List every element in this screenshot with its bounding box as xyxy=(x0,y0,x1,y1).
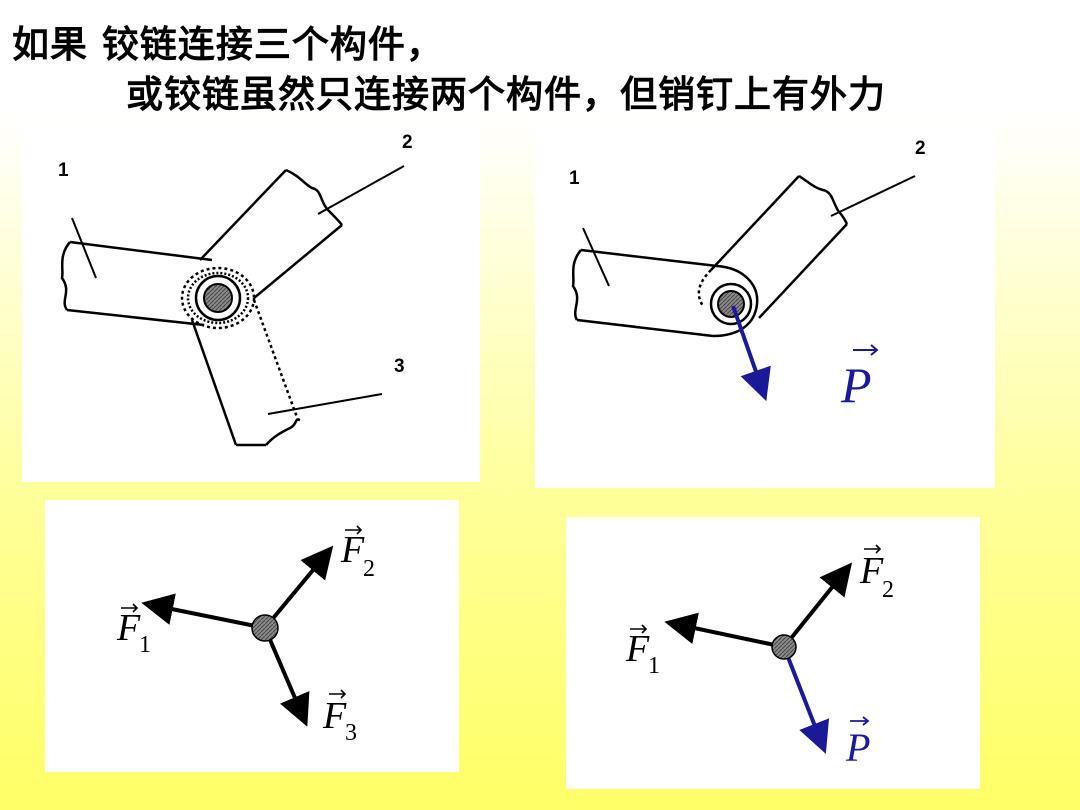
hinge-pin xyxy=(709,282,753,326)
svg-text:1: 1 xyxy=(648,653,660,679)
force-f1-label: F 1 xyxy=(625,624,660,679)
force-f2-label: F 2 xyxy=(340,525,375,582)
external-force-arrow xyxy=(731,305,771,402)
svg-text:F: F xyxy=(322,695,347,737)
member-3 xyxy=(190,299,301,447)
member-label-1: 1 xyxy=(58,160,69,181)
member-2 xyxy=(697,174,849,319)
force-p-label: P xyxy=(845,716,870,770)
member-2 xyxy=(199,168,343,299)
title-line-1: 如果 铰链连接三个构件， xyxy=(12,23,444,66)
force-f1-arrow xyxy=(141,593,266,630)
pin xyxy=(251,614,279,642)
diagram-three-member-hinge: 1 2 3 xyxy=(22,120,480,482)
member-label-3: 3 xyxy=(394,356,405,377)
member-1 xyxy=(60,240,213,327)
svg-text:F: F xyxy=(340,529,365,571)
member-1 xyxy=(571,248,759,338)
member-label-2: 2 xyxy=(915,138,926,159)
force-f3-arrow xyxy=(263,627,310,727)
member-label-2: 2 xyxy=(402,132,413,153)
hinge-pin xyxy=(180,266,256,330)
svg-text:2: 2 xyxy=(882,577,894,603)
svg-text:F: F xyxy=(116,607,141,649)
force-f3-label: F 3 xyxy=(322,689,357,746)
diagram-two-member-hinge-with-load: 1 2 P xyxy=(535,126,995,488)
svg-text:2: 2 xyxy=(363,556,375,582)
free-body-diagram-three-forces: F 1 F 2 F 3 xyxy=(45,500,459,772)
svg-text:F: F xyxy=(625,628,650,670)
external-force-arrow xyxy=(782,646,830,754)
member-label-1: 1 xyxy=(569,168,580,189)
force-f2-label: F 2 xyxy=(859,544,894,603)
pin xyxy=(771,634,797,660)
force-f1-label: F 1 xyxy=(116,603,151,658)
free-body-diagram-with-external-load: F 1 F 2 P xyxy=(566,517,980,789)
svg-text:F: F xyxy=(859,550,884,592)
svg-text:3: 3 xyxy=(345,720,357,746)
svg-text:1: 1 xyxy=(139,632,151,658)
force-p-label: P xyxy=(840,344,879,413)
svg-text:P: P xyxy=(845,725,870,770)
svg-text:P: P xyxy=(840,357,872,413)
force-f2-arrow xyxy=(782,562,853,649)
title-line-2: 或铰链虽然只连接两个构件，但销钉上有外力 xyxy=(126,73,886,116)
force-f1-arrow xyxy=(664,612,785,649)
force-f2-arrow xyxy=(263,545,334,630)
